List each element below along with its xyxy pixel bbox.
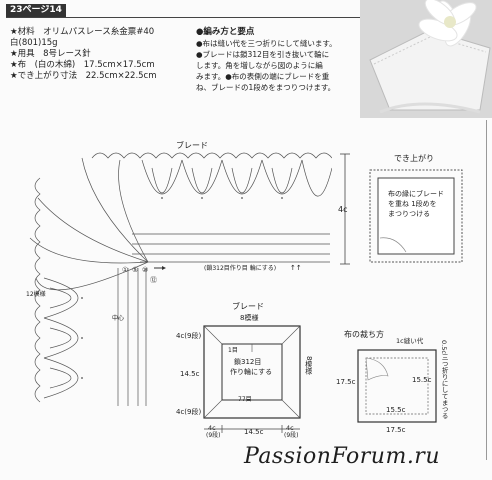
braid-bottom-dim-2: (9段) — [206, 432, 221, 439]
chart-height-label: 4c — [338, 205, 348, 214]
finished-title: でき上がり — [394, 154, 434, 163]
cloth-left-dim: 17.5c — [336, 378, 356, 386]
right-edge-rule — [486, 120, 487, 460]
grid-mark: ① — [122, 266, 128, 274]
method-line-3: します。角を増しながら図のように編 — [196, 61, 323, 70]
braid-bottom-dimension — [204, 425, 300, 433]
method-line-2: ●ブレードは鎖312目を引き抜いて輪に — [196, 50, 330, 59]
cloth-inner-bottom-dim: 15.5c — [386, 406, 406, 414]
main-chart-label: ブレード — [176, 140, 208, 150]
cloth-bottom-dim: 17.5c — [386, 426, 406, 434]
spec-size: ★でき上がり寸法 22.5cm×22.5cm — [10, 71, 157, 81]
method-line-4: みます。●布の表側の端にブレードを重 — [196, 72, 330, 81]
braid-diagram-title: ブレード — [232, 302, 264, 311]
braid-left-dim-top: 4c(9段) — [176, 332, 202, 340]
braid-center-line-1: 鎖312目 — [234, 358, 262, 366]
braid-side-mark: 1目 — [228, 347, 238, 354]
page-tag: 23ページ14 — [6, 4, 66, 17]
braid-left-dim-mid: 14.5c — [180, 370, 200, 378]
watermark: PassionForum.ru — [244, 444, 440, 469]
braid-bottom-dim-3: 14.5c — [244, 428, 264, 436]
spec-tool: ★用具 8号レース針 — [10, 49, 91, 59]
braid-bottom-dim-4: 4c — [286, 424, 294, 432]
finished-diagram — [369, 169, 463, 263]
braid-top-dim: 8模様 — [240, 314, 259, 322]
cloth-inner-right-dim: 15.5c — [412, 376, 432, 384]
cloth-diagram-title: 布の裁ち方 — [344, 330, 384, 339]
cloth-top-note: 1c縫い代 — [396, 337, 424, 345]
main-chart-mid-note: 中心 — [112, 314, 124, 322]
doily-photo-illustration — [360, 0, 492, 118]
cloth-diagram — [357, 349, 437, 423]
braid-right-label: 8模様 — [304, 356, 313, 375]
spec-material: ★材料 オリムパスレース糸金票#40 — [10, 27, 155, 37]
spec-color: 白(801)15g — [10, 38, 58, 48]
braid-bottom-dim-5: (9段) — [284, 432, 299, 439]
method-line-5: ね、ブレードの1段めをまつりつけます。 — [196, 83, 336, 92]
braid-stitch-chart: ① ⑤ ⑩ ⑫ ブレード (鎖312目作り目 輪にする) 中心 12模様 ↑↑ — [26, 140, 332, 406]
grid-mark: ⑫ — [150, 276, 157, 284]
finished-note-1: 布の縁にブレード — [388, 190, 444, 198]
braid-mark: 77目 — [238, 396, 252, 403]
main-chart-left-note: 12模様 — [26, 290, 46, 298]
chart-height-dimension: 4c — [338, 153, 350, 265]
method-title: ●編み方と要点 — [196, 27, 255, 37]
grid-mark: ⑩ — [142, 266, 148, 274]
spec-cloth: ★布 (白の木綿) 17.5cm×17.5cm — [10, 60, 155, 70]
finished-note-2: を重ね 1段めを — [388, 200, 437, 208]
header-rule — [6, 17, 362, 18]
braid-diagram — [203, 325, 301, 419]
method-line-1: ●布は縫い代を三つ折りにして縫います。 — [196, 39, 337, 48]
braid-bottom-dim-1: 4c — [208, 424, 216, 432]
product-photo — [360, 0, 492, 118]
main-chart-chain-note: (鎖312目作り目 輪にする) — [204, 264, 276, 272]
main-chart-angle-note: ↑↑ — [290, 264, 302, 272]
braid-left-dim-bottom: 4c(9段) — [176, 408, 202, 416]
braid-center-line-2: 作り輪にする — [230, 368, 273, 376]
finished-note-3: まつりつける — [388, 210, 431, 218]
cloth-right-note: 0.5c三つ折りにしてまつる — [440, 340, 449, 419]
grid-mark: ⑤ — [132, 266, 138, 274]
